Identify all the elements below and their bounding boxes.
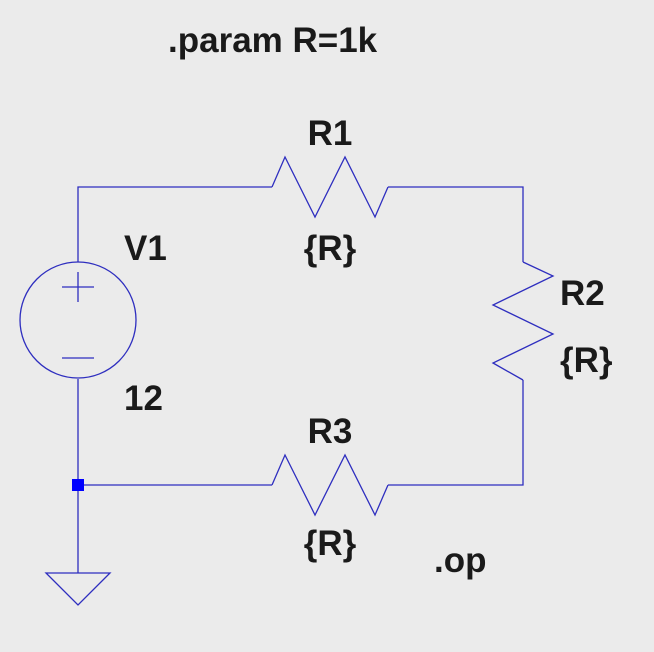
wire-top-right[interactable] — [388, 186, 524, 262]
resistor-r3[interactable] — [271, 453, 389, 517]
r2-value-label[interactable]: {R} — [560, 341, 613, 380]
r1-value-label[interactable]: {R} — [304, 229, 357, 268]
resistor-r1[interactable] — [271, 155, 389, 219]
v1-value-label[interactable]: 12 — [124, 379, 163, 418]
r1-name-label[interactable]: R1 — [308, 114, 353, 153]
v1-name-label[interactable]: V1 — [124, 229, 167, 268]
resistor-r2[interactable] — [491, 261, 555, 381]
voltage-source-symbol — [19, 261, 137, 379]
junction-node[interactable] — [72, 479, 84, 491]
param-directive[interactable]: .param R=1k — [168, 21, 378, 60]
voltage-source-v1[interactable] — [19, 261, 137, 379]
wires — [77, 186, 524, 573]
wire-right-bottom[interactable] — [388, 380, 524, 486]
ground-icon[interactable] — [44, 572, 112, 606]
r3-name-label[interactable]: R3 — [308, 412, 353, 451]
op-directive[interactable]: .op — [434, 541, 486, 580]
r3-value-label[interactable]: {R} — [304, 524, 357, 563]
r2-name-label[interactable]: R2 — [560, 274, 605, 313]
wire-top-left[interactable] — [77, 186, 272, 262]
